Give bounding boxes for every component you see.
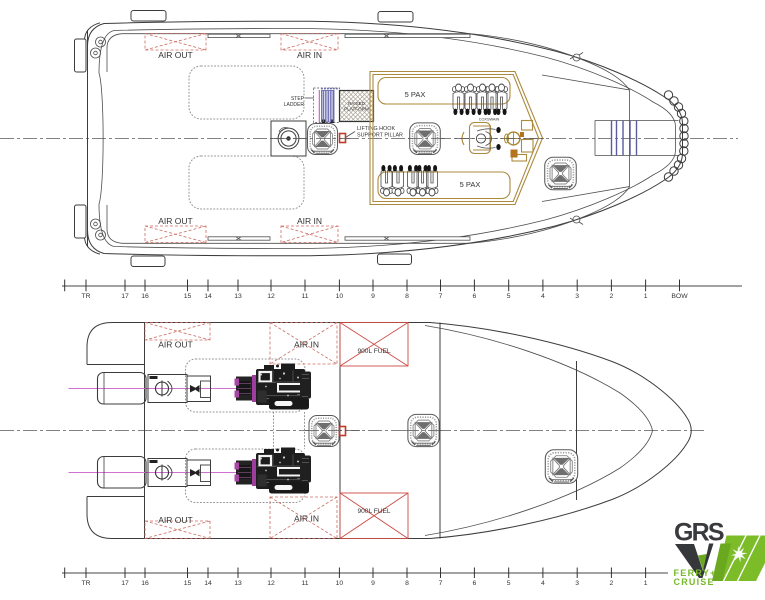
svg-text:16: 16 <box>141 293 149 300</box>
svg-text:1: 1 <box>644 580 648 587</box>
svg-text:PLATFORM: PLATFORM <box>344 107 369 112</box>
svg-text:AIR OUT: AIR OUT <box>158 216 192 226</box>
svg-text:8: 8 <box>405 293 409 300</box>
svg-text:6: 6 <box>473 293 477 300</box>
svg-text:7: 7 <box>439 293 443 300</box>
svg-text:900L FUEL: 900L FUEL <box>357 508 390 515</box>
svg-text:13: 13 <box>234 580 242 587</box>
svg-text:12: 12 <box>267 580 275 587</box>
svg-text:5 PAX: 5 PAX <box>460 180 481 189</box>
svg-text:AIR OUT: AIR OUT <box>158 50 192 60</box>
svg-text:TR: TR <box>81 580 90 587</box>
svg-text:1: 1 <box>644 293 648 300</box>
svg-text:14: 14 <box>204 293 212 300</box>
svg-text:5: 5 <box>507 293 511 300</box>
svg-text:AIR IN: AIR IN <box>294 340 319 350</box>
svg-text:8: 8 <box>405 580 409 587</box>
svg-text:AIR OUT: AIR OUT <box>158 340 192 350</box>
svg-text:LADDER: LADDER <box>284 102 305 108</box>
svg-text:GRS: GRS <box>674 518 724 546</box>
svg-text:13: 13 <box>234 293 242 300</box>
svg-text:CRUISE: CRUISE <box>674 577 715 587</box>
svg-text:7: 7 <box>439 580 443 587</box>
svg-text:16: 16 <box>141 580 149 587</box>
svg-text:TR: TR <box>81 293 90 300</box>
svg-text:SUPPORT PILLAR: SUPPORT PILLAR <box>357 133 403 139</box>
svg-text:AIR OUT: AIR OUT <box>158 515 192 525</box>
svg-text:5: 5 <box>507 580 511 587</box>
svg-text:10: 10 <box>336 580 344 587</box>
svg-text:2: 2 <box>610 293 614 300</box>
svg-text:3: 3 <box>575 580 579 587</box>
svg-text:STEP: STEP <box>291 96 305 102</box>
svg-text:BOW: BOW <box>671 293 688 300</box>
svg-text:AIR IN: AIR IN <box>294 514 319 524</box>
svg-text:4: 4 <box>541 580 545 587</box>
svg-text:15: 15 <box>184 580 192 587</box>
svg-text:COXSWAIN: COXSWAIN <box>479 118 500 122</box>
svg-text:RAISED: RAISED <box>348 101 366 106</box>
svg-text:3: 3 <box>575 293 579 300</box>
svg-text:AIR IN: AIR IN <box>297 50 322 60</box>
svg-text:17: 17 <box>121 293 129 300</box>
svg-text:17: 17 <box>121 580 129 587</box>
svg-text:11: 11 <box>301 580 308 587</box>
svg-text:6: 6 <box>473 580 477 587</box>
svg-text:FERRY+: FERRY+ <box>674 568 717 578</box>
svg-text:10: 10 <box>336 293 344 300</box>
svg-text:12: 12 <box>267 293 275 300</box>
svg-text:9: 9 <box>371 580 375 587</box>
svg-text:900L FUEL: 900L FUEL <box>357 348 390 355</box>
svg-text:14: 14 <box>204 580 212 587</box>
svg-text:5 PAX: 5 PAX <box>405 90 426 99</box>
svg-text:2: 2 <box>610 580 614 587</box>
svg-text:15: 15 <box>184 293 192 300</box>
svg-text:9: 9 <box>371 293 375 300</box>
svg-text:4: 4 <box>541 293 545 300</box>
svg-text:11: 11 <box>301 293 308 300</box>
svg-text:LIFTING HOOK: LIFTING HOOK <box>357 126 395 132</box>
svg-text:AIR IN: AIR IN <box>297 216 322 226</box>
